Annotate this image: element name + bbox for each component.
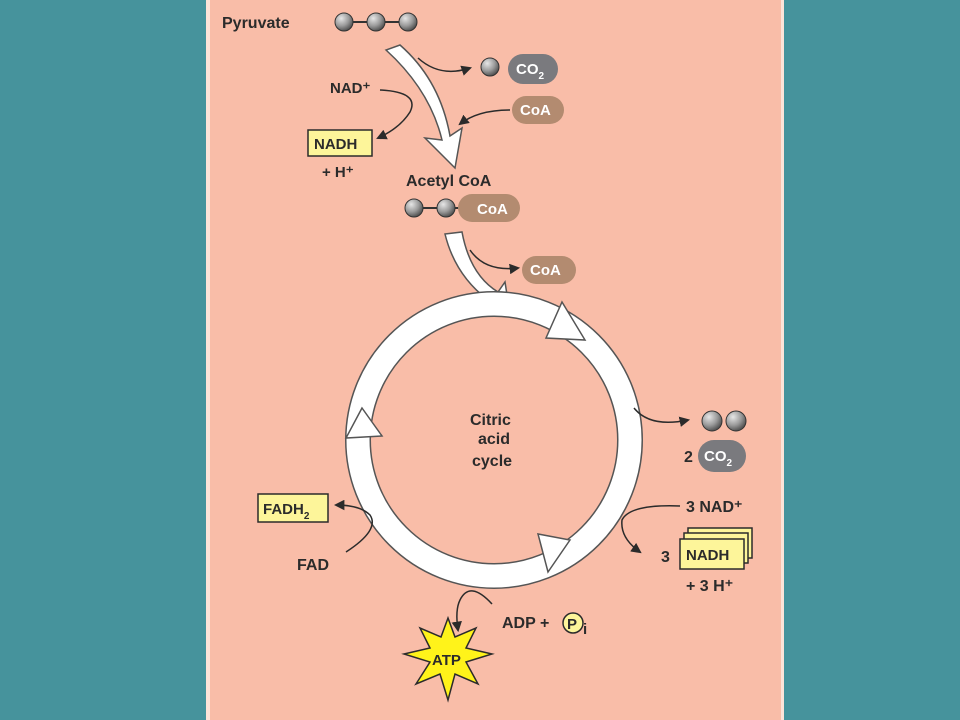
adp-label: ADP + (502, 615, 549, 632)
coa-in-pill: CoA (512, 96, 564, 124)
nadh-box: NADH (307, 129, 373, 157)
panel-left-edge (206, 0, 210, 720)
co2-release-arrow (417, 57, 472, 76)
coa-in-arrow (458, 109, 511, 126)
h-plus-label: + H⁺ (322, 164, 354, 181)
acetyl-coa-label: Acetyl CoA (406, 173, 492, 190)
co2-count: 2 (684, 449, 693, 466)
svg-text:CO2: CO2 (516, 61, 545, 82)
carbon-ball (480, 57, 500, 77)
fadh2-box: FADH2 (257, 493, 329, 523)
svg-text:NADH: NADH (686, 547, 729, 564)
coa-out-pill: CoA (522, 256, 576, 284)
svg-text:CO2: CO2 (704, 448, 733, 469)
coa-out-arrow (469, 249, 521, 275)
svg-text:CoA: CoA (520, 102, 551, 119)
h-plus-3-label: + 3 H⁺ (686, 578, 733, 595)
co2-pill: CO2 (508, 54, 558, 84)
nadh-stack: NADH (679, 527, 753, 570)
adp-to-atp-arrow (451, 590, 493, 633)
pyruvate-label: Pyruvate (222, 15, 290, 32)
fad-to-fadh2-arrow (333, 499, 373, 553)
diagram-panel (206, 0, 784, 720)
svg-text:i: i (583, 621, 587, 638)
nad-plus-3-label: 3 NAD⁺ (686, 499, 742, 516)
pyruvate-to-acetyl-arrow (384, 44, 464, 170)
pi-circle: P i (562, 612, 587, 638)
svg-text:ATP: ATP (432, 652, 461, 669)
ring-arrowhead-top (544, 300, 587, 341)
fad-label: FAD (297, 557, 329, 574)
ring-arrowhead-left (344, 406, 384, 439)
carbon-ball-1 (701, 410, 723, 432)
nadh-count: 3 (661, 549, 670, 566)
nad-plus-label: NAD⁺ (330, 80, 370, 97)
nad-to-nadh-arrow (376, 89, 413, 140)
co2-out-pill: CO2 (698, 440, 746, 472)
nad-in-arrow (621, 505, 681, 554)
panel-right-edge (781, 0, 784, 720)
svg-text:FADH2: FADH2 (263, 501, 310, 522)
cycle-ring-fill (346, 292, 642, 588)
pyruvate-molecule (334, 12, 418, 32)
svg-text:CoA: CoA (530, 262, 561, 279)
svg-text:P: P (567, 616, 577, 633)
atp-burst: ATP (401, 615, 495, 703)
ring-arrowhead-bottom (536, 533, 572, 574)
cycle-label-2: acid (478, 431, 510, 448)
cycle-label-3: cycle (472, 453, 512, 470)
co2-out-arrow (633, 407, 691, 427)
acetyl-coa-molecule: CoA (404, 194, 520, 222)
cycle-label-1: Citric (470, 412, 511, 429)
carbon-ball-2 (725, 410, 747, 432)
svg-text:NADH: NADH (314, 136, 357, 153)
svg-text:CoA: CoA (477, 201, 508, 218)
